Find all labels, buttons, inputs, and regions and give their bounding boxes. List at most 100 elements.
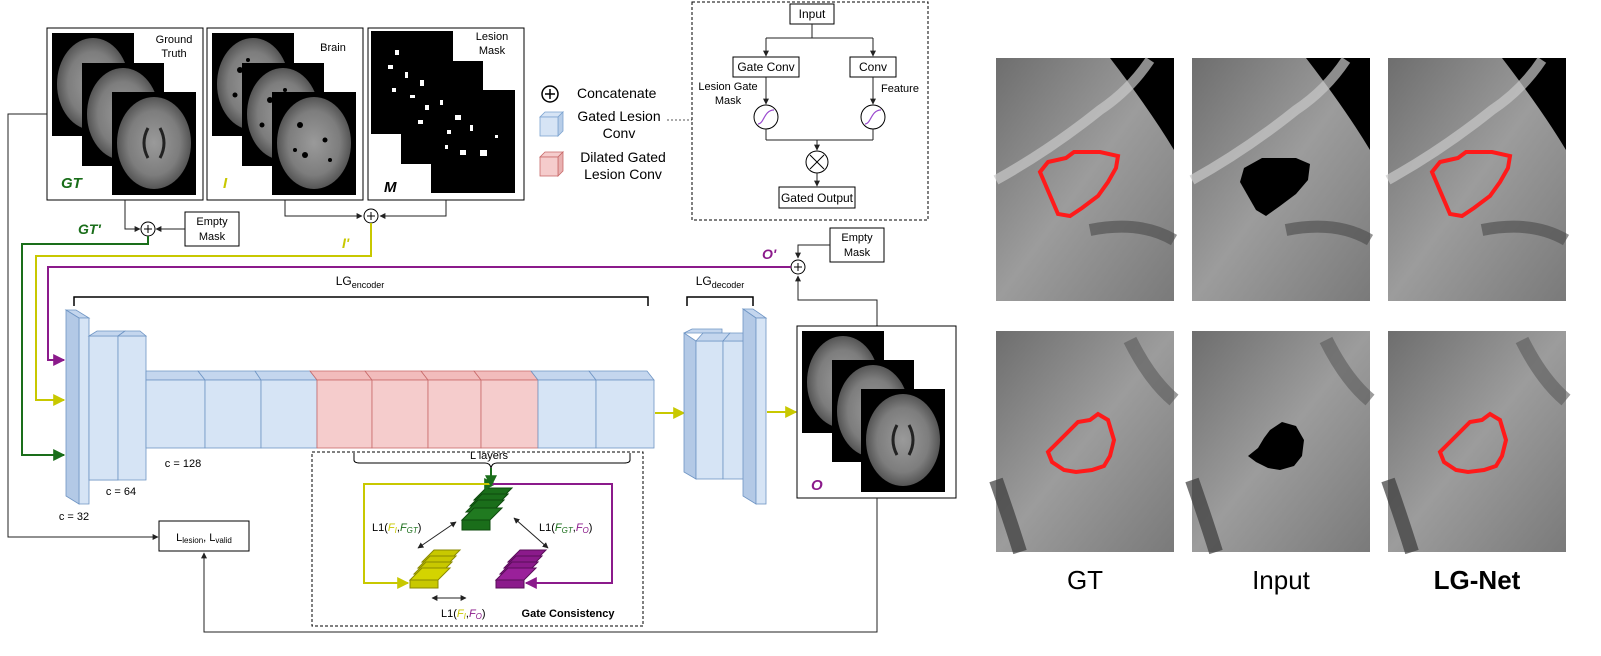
l1-i-o: L1(FI,FO) — [441, 608, 486, 621]
legend: Concatenate Gated Lesion Conv Dilated Ga… — [539, 85, 692, 182]
loss-l2: L — [209, 532, 215, 544]
gc-input: Input — [799, 7, 826, 21]
gate-consistency-title: Gate Consistency — [522, 608, 616, 620]
l1-gt-o: L1(FGT,FO) — [539, 522, 592, 535]
l1-i-gt: L1(FI,FGT) — [372, 522, 421, 535]
result-input-top — [1189, 57, 1374, 301]
brain-caption: Brain — [320, 42, 346, 54]
ground-truth-panel: Ground Truth GT — [46, 27, 204, 201]
green-feature-stack — [460, 487, 514, 531]
loss-sub-lesion: lesion — [182, 536, 203, 545]
result-lgnet-bottom — [1381, 331, 1571, 555]
gt-symbol: GT — [61, 175, 84, 192]
encoder-blocks — [64, 309, 655, 505]
l-layers-label: L layers — [470, 450, 509, 462]
ground-truth-stack-back — [52, 33, 196, 195]
decoder-blocks — [683, 308, 768, 505]
concat-node-gt — [140, 221, 156, 237]
loss-sep: , — [203, 532, 209, 544]
gc-conv: Conv — [859, 60, 887, 74]
loss-sub-valid: valid — [215, 536, 231, 545]
l1b-f1: F — [555, 522, 563, 534]
l1b-close: ) — [589, 522, 593, 534]
concatenate-icon — [541, 85, 559, 103]
l1a-close: ) — [418, 522, 422, 534]
i-prime-label: I' — [342, 235, 350, 251]
result-col-lgnet: LG-Net — [1434, 565, 1521, 595]
input-flow-lines — [7, 113, 791, 540]
l1a-f2: F — [400, 522, 408, 534]
encoder-label: LGencoder — [336, 274, 385, 290]
l1c-open: L1( — [441, 608, 457, 620]
mask-symbol: M — [384, 179, 397, 196]
l1b-open: L1( — [539, 522, 555, 534]
legend-gated-line2: Conv — [603, 125, 636, 141]
l1b-comma: , — [573, 522, 576, 534]
empty-mask-2-line2: Mask — [844, 247, 871, 259]
dilated-conv-cube-icon — [539, 151, 564, 177]
encoder-brace: LGencoder — [73, 274, 649, 306]
loss-l1: L — [176, 532, 182, 544]
gc-feature: Feature — [881, 83, 919, 95]
multiply-icon — [805, 150, 829, 174]
result-col-gt: GT — [1067, 565, 1103, 595]
decoder-label-base: LG — [696, 274, 712, 288]
yellow-feature-stack — [408, 549, 462, 589]
l1b-sub2: O — [583, 526, 589, 535]
l1b-f2: F — [576, 522, 584, 534]
l1c-sub1: I — [464, 612, 467, 621]
gt-caption-line2: Truth — [161, 48, 186, 60]
gated-conv-cube-icon — [539, 111, 564, 137]
gc-lesion-gate-mask-line2: Mask — [715, 95, 742, 107]
l1c-comma: , — [466, 608, 469, 620]
brain-panel: Brain I — [206, 27, 364, 201]
loss-label: Llesion, Lvalid — [176, 532, 232, 545]
result-col-input: Input — [1252, 565, 1311, 595]
gt-prime-label: GT' — [78, 221, 101, 237]
decoder-label-sub: decoder — [712, 280, 745, 290]
purple-feature-stack — [494, 549, 548, 589]
l1a-sub1: I — [395, 526, 398, 535]
c32-label: c = 32 — [59, 511, 89, 523]
result-input-bottom — [1185, 331, 1375, 555]
encoder-label-sub: encoder — [352, 280, 385, 290]
concat-node-i — [363, 208, 379, 224]
concat-node-o — [790, 259, 806, 275]
concat-connections: Empty Mask GT' I' Empty Mask O' — [78, 200, 885, 326]
gc-gated-output: Gated Output — [781, 191, 854, 205]
result-gt-bottom — [989, 331, 1179, 555]
mask-caption-line2: Mask — [479, 45, 506, 57]
result-grid: GT Input LG-Net — [989, 57, 1571, 595]
sigmoid-icon — [753, 104, 779, 130]
l1c-close: ) — [482, 608, 486, 620]
encoder-label-base: LG — [336, 274, 352, 288]
l1c-f2: F — [469, 608, 477, 620]
c64-label: c = 64 — [106, 486, 136, 498]
legend-gated-line1: Gated Lesion — [577, 108, 660, 124]
gc-gate-conv: Gate Conv — [737, 60, 794, 74]
l1b-sub1: GT — [562, 526, 574, 535]
decoder-label: LGdecoder — [696, 274, 745, 290]
decoder-brace: LGdecoder — [686, 274, 754, 306]
brain-symbol: I — [223, 175, 228, 192]
empty-mask-1-line1: Empty — [196, 216, 228, 228]
legend-dilated-line1: Dilated Gated — [580, 149, 666, 165]
legend-concatenate: Concatenate — [577, 85, 657, 101]
gate-consistency-box: L layers — [311, 450, 644, 627]
o-prime-label: O' — [762, 246, 777, 262]
l1c-sub2: O — [476, 612, 482, 621]
activation-icon — [860, 104, 886, 130]
empty-mask-2-line1: Empty — [841, 232, 873, 244]
empty-mask-1-line2: Mask — [199, 231, 226, 243]
result-lgnet-top — [1385, 57, 1570, 301]
l1c-f1: F — [457, 608, 465, 620]
gt-caption-line1: Ground — [156, 34, 193, 46]
lesion-mask-panel: Lesion Mask M — [367, 27, 525, 201]
gc-lesion-gate-mask-line1: Lesion Gate — [698, 81, 757, 93]
l1a-sub2: GT — [407, 526, 419, 535]
output-panel: O — [796, 325, 957, 499]
output-symbol: O — [811, 477, 823, 494]
l1a-f1: F — [388, 522, 396, 534]
gated-conv-detail: Input Gate Conv Conv Lesion Gate Mask Fe… — [691, 1, 929, 221]
